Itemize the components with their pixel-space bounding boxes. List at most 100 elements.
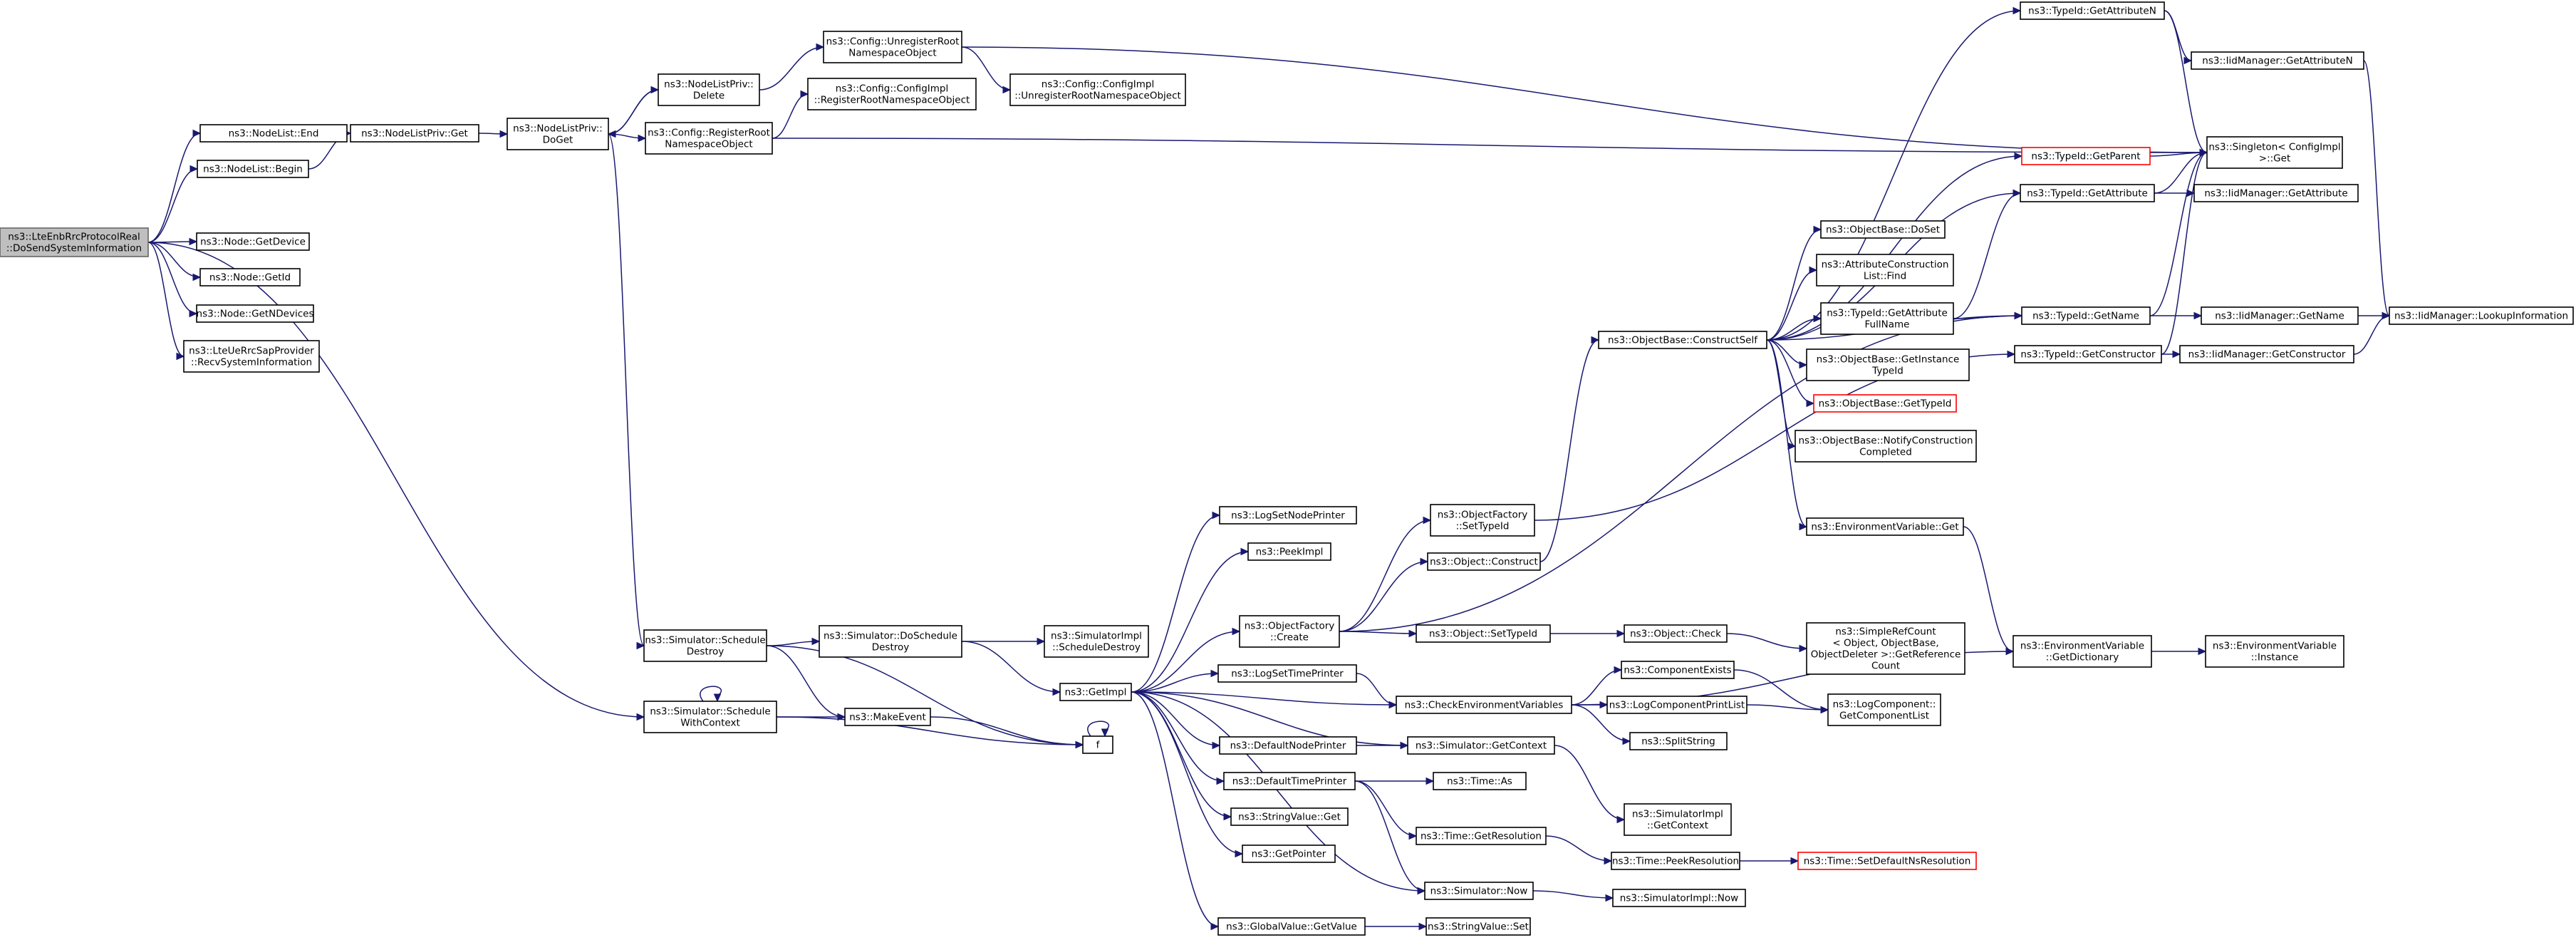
node-label: ns3::IidManager::GetConstructor [2188, 349, 2346, 361]
edge-n9-to-n7 [772, 90, 809, 139]
node-n60[interactable]: ns3::TypeId::GetName [2021, 306, 2151, 325]
node-n2[interactable]: ns3::NodeList::Begin [197, 160, 309, 178]
node-label: Destroy [687, 646, 724, 658]
node-label: ns3::Object::SetTypeId [1429, 629, 1537, 640]
node-n12[interactable]: ns3::Node::GetNDevices [196, 304, 314, 323]
edge-n40-to-n47 [1726, 633, 1808, 653]
node-n29[interactable]: ns3::GlobalValue::GetValue [1217, 917, 1366, 936]
node-n25[interactable]: ns3::DefaultNodePrinter [1219, 736, 1357, 755]
node-n6[interactable]: ns3::Config::UnregisterRootNamespaceObje… [823, 31, 962, 63]
node-n48[interactable]: ns3::LogComponent::GetComponentList [1827, 693, 1941, 726]
node-n58[interactable]: ns3::ObjectBase::NotifyConstructionCompl… [1795, 430, 1977, 463]
node-n68[interactable]: ns3::IidManager::LookupInformation [2389, 306, 2574, 325]
node-n1[interactable]: ns3::NodeList::End [199, 124, 348, 143]
node-label: ns3::SimulatorImpl::Now [1620, 893, 1738, 904]
node-n31[interactable]: ns3::Object::Construct [1427, 552, 1541, 571]
node-n40[interactable]: ns3::Object::Check [1624, 624, 1728, 643]
node-box [1806, 622, 1965, 675]
node-n51[interactable]: ns3::TypeId::GetParent [2021, 147, 2151, 165]
node-n18[interactable]: f [1082, 735, 1113, 754]
node-n10[interactable]: ns3::Node::GetDevice [196, 232, 310, 251]
node-n57[interactable]: ns3::ObjectBase::GetTypeId [1813, 394, 1957, 413]
node-n67[interactable]: ns3::IidManager::GetConstructor [2179, 345, 2354, 363]
node-label: ns3::DefaultTimePrinter [1232, 776, 1347, 787]
node-n24[interactable]: ns3::LogSetTimePrinter [1217, 664, 1357, 683]
node-n8[interactable]: ns3::Config::ConfigImpl::UnregisterRootN… [1009, 73, 1186, 106]
node-n17[interactable]: ns3::MakeEvent [844, 708, 931, 726]
node-n22[interactable]: ns3::PeekImpl [1247, 542, 1331, 561]
node-n45[interactable]: ns3::Time::PeekResolution [1611, 852, 1740, 870]
edges-layer [147, 6, 2391, 931]
node-n63[interactable]: ns3::IidManager::GetAttributeN [2191, 51, 2364, 70]
edge-n20-to-n28 [1131, 691, 1244, 858]
node-box [658, 73, 760, 106]
node-n7[interactable]: ns3::Config::ConfigImpl::RegisterRootNam… [807, 78, 977, 110]
node-n34[interactable]: ns3::Simulator::GetContext [1407, 736, 1555, 755]
node-n44[interactable]: ns3::SimulatorImpl::GetContext [1624, 803, 1732, 836]
node-n23[interactable]: ns3::ObjectFactory::Create [1239, 615, 1340, 648]
node-n39[interactable]: ns3::ObjectBase::ConstructSelf [1598, 331, 1767, 349]
node-n9[interactable]: ns3::Config::RegisterRootNamespaceObject [645, 122, 773, 155]
node-n53[interactable]: ns3::ObjectBase::DoSet [1820, 220, 1946, 239]
node-n38[interactable]: ns3::StringValue::Set [1425, 917, 1531, 936]
edge-n20-to-n37 [1131, 691, 1426, 895]
node-n35[interactable]: ns3::Time::As [1433, 772, 1527, 790]
node-box [1621, 661, 1735, 679]
node-label: ns3::LogSetTimePrinter [1231, 668, 1344, 680]
edge-n39-to-n55 [1766, 314, 1822, 341]
node-n50[interactable]: ns3::TypeId::GetAttributeN [2020, 1, 2165, 20]
node-box [1827, 693, 1941, 726]
node-n14[interactable]: ns3::Simulator::ScheduleDestroy [643, 629, 767, 662]
node-n66[interactable]: ns3::IidManager::GetName [2201, 306, 2359, 325]
edge-n33-to-n43 [1571, 704, 1631, 745]
node-n49[interactable]: ns3::Time::SetDefaultNsResolution [1797, 852, 1977, 870]
node-n5[interactable]: ns3::NodeListPriv::Delete [658, 73, 760, 106]
node-n62[interactable]: ns3::EnvironmentVariable::GetDictionary [2012, 635, 2152, 668]
edge-n14-to-n18 [766, 645, 1084, 749]
node-root[interactable]: ns3::LteEnbRrcProtocolReal::DoSendSystem… [0, 227, 149, 257]
node-n37[interactable]: ns3::Simulator::Now [1424, 882, 1534, 900]
node-label: ns3::Simulator::Schedule [645, 635, 765, 646]
node-n21[interactable]: ns3::LogSetNodePrinter [1219, 506, 1357, 525]
node-n43[interactable]: ns3::SplitString [1629, 732, 1728, 750]
node-label: ::ScheduleDestroy [1052, 642, 1141, 654]
node-n69[interactable]: ns3::EnvironmentVariable::Instance [2205, 635, 2344, 668]
edge-n16-to-n19 [961, 637, 1046, 646]
node-box [844, 708, 931, 726]
node-box [1624, 624, 1728, 643]
node-n36[interactable]: ns3::Time::GetResolution [1416, 827, 1547, 845]
node-n26[interactable]: ns3::DefaultTimePrinter [1223, 772, 1356, 790]
node-n27[interactable]: ns3::StringValue::Get [1230, 807, 1349, 826]
node-n20[interactable]: ns3::GetImpl [1059, 683, 1132, 701]
node-n42[interactable]: ns3::LogComponentPrintList [1606, 696, 1747, 714]
node-n47[interactable]: ns3::SimpleRefCount< Object, ObjectBase,… [1806, 622, 1965, 675]
node-box [2012, 635, 2152, 668]
node-n30[interactable]: ns3::ObjectFactory::SetTypeId [1430, 504, 1535, 537]
node-n4[interactable]: ns3::NodeListPriv::DoGet [507, 118, 609, 150]
node-n32[interactable]: ns3::Object::SetTypeId [1416, 624, 1551, 643]
node-n3[interactable]: ns3::NodeListPriv::Get [350, 124, 479, 143]
node-box [1612, 889, 1746, 907]
node-n13[interactable]: ns3::LteUeRrcSapProvider::RecvSystemInfo… [183, 340, 320, 373]
node-n59[interactable]: ns3::EnvironmentVariable::Get [1806, 517, 1964, 536]
node-label: ns3::ObjectFactory [1245, 621, 1335, 632]
node-n46[interactable]: ns3::SimulatorImpl::Now [1612, 889, 1746, 907]
node-label: WithContext [680, 718, 740, 729]
edge-n39-to-n57 [1766, 339, 1815, 408]
node-label: ns3::Node::GetId [209, 272, 291, 284]
node-n52[interactable]: ns3::TypeId::GetAttribute [2020, 184, 2155, 202]
node-n19[interactable]: ns3::SimulatorImpl::ScheduleDestroy [1044, 625, 1149, 658]
node-n11[interactable]: ns3::Node::GetId [199, 268, 301, 286]
node-n41[interactable]: ns3::ComponentExists [1621, 661, 1735, 679]
node-n65[interactable]: ns3::IidManager::GetAttribute [2193, 184, 2359, 202]
node-n33[interactable]: ns3::CheckEnvironmentVariables [1396, 696, 1572, 714]
node-n28[interactable]: ns3::GetPointer [1242, 845, 1336, 863]
node-n61[interactable]: ns3::TypeId::GetConstructor [2014, 345, 2162, 363]
node-box [2389, 306, 2574, 325]
node-n64[interactable]: ns3::Singleton< ConfigImpl>::Get [2206, 136, 2343, 169]
